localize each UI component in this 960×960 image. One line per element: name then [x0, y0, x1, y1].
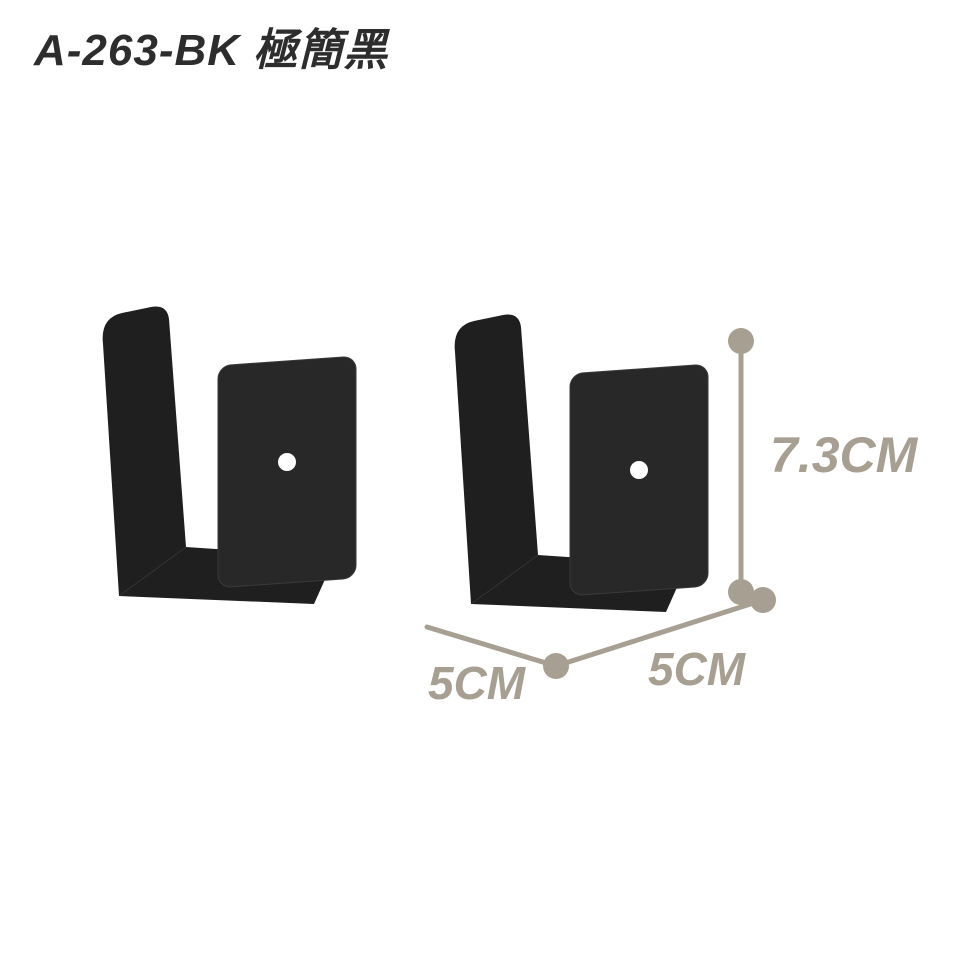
dimension-endpoint-dot: [728, 579, 754, 605]
depth-dimension-label: 5CM: [428, 657, 526, 709]
depth-dimension-line: [424, 624, 559, 669]
bookend-bracket-left: [102, 306, 357, 605]
width-dimension-label: 5CM: [648, 643, 746, 695]
height-dimension-label: 7.3CM: [770, 427, 918, 483]
dimension-endpoint-dot: [750, 587, 776, 613]
dimension-endpoint-dot: [728, 328, 754, 354]
bookend-bracket-right: [454, 314, 709, 613]
width-dimension-line: [553, 597, 766, 669]
product-title: A-263-BK 極簡黑: [34, 26, 389, 75]
